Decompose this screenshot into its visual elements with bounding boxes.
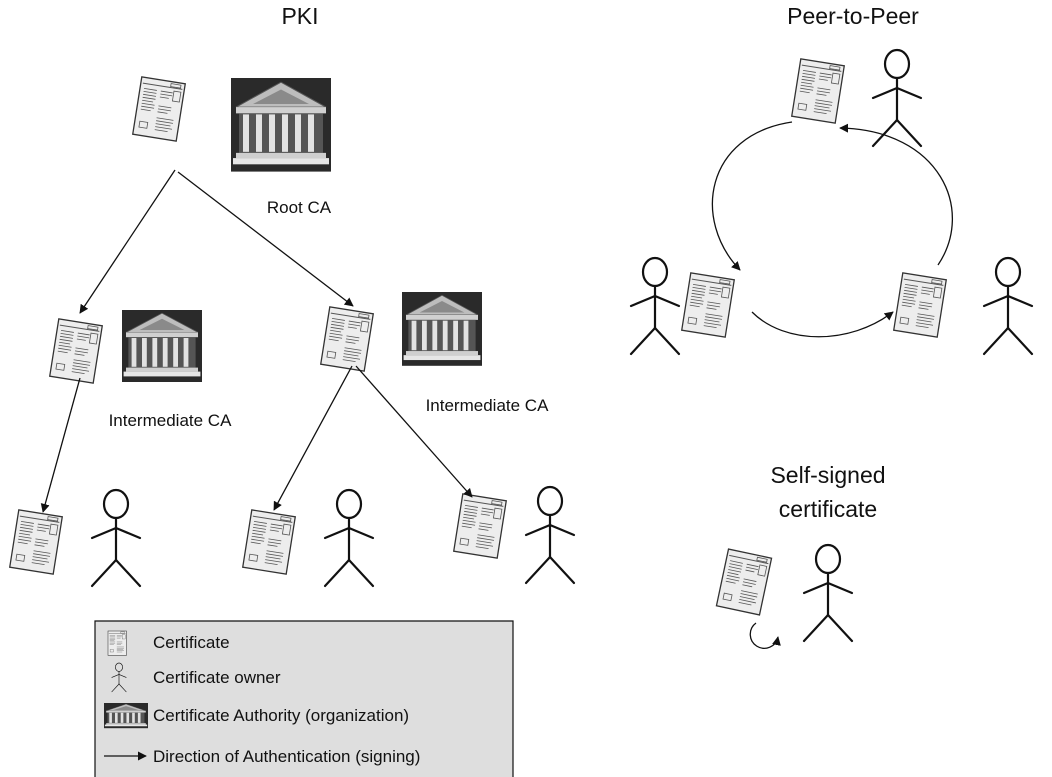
p2p-right-certificate-icon <box>893 272 947 338</box>
leaf-certificate-2-icon <box>242 509 296 575</box>
p2p-arrow-left-to-right <box>751 311 894 338</box>
pki-title: PKI <box>281 3 318 29</box>
p2p-arrow-right-to-top <box>839 123 954 266</box>
legend-certificate-label: Certificate <box>153 633 230 652</box>
root-certificate-icon <box>132 76 186 142</box>
legend-certificate-icon <box>107 630 127 656</box>
p2p-right-person-icon <box>982 256 1034 356</box>
p2p-left-certificate-icon <box>681 272 735 338</box>
legend-direction-label: Direction of Authentication (signing) <box>153 747 420 766</box>
legend-authority-label: Certificate Authority (organization) <box>153 706 409 725</box>
arrow-right-to-leaf2 <box>273 365 353 511</box>
intermediate-left-certificate-icon <box>49 318 103 384</box>
p2p-arrow-top-to-left <box>711 121 793 271</box>
leaf-certificate-1-icon <box>9 509 63 575</box>
intermediate-left-building-icon <box>121 309 203 383</box>
arrow-right-to-leaf3 <box>355 365 473 498</box>
intermediate-right-building-icon <box>401 291 483 367</box>
root-ca-label: Root CA <box>267 198 332 217</box>
legend: Certificate Certificate owner Certificat… <box>94 620 514 777</box>
p2p-top-person-icon <box>871 48 923 148</box>
arrow-root-to-left <box>79 169 176 314</box>
legend-building-icon <box>103 702 149 729</box>
self-signed-loop-arrow <box>749 622 781 649</box>
arrow-root-to-right <box>177 171 354 307</box>
intermediate-left-label: Intermediate CA <box>109 411 232 430</box>
person-3-icon <box>524 485 576 585</box>
self-signed-certificate-icon <box>715 548 773 616</box>
root-ca-building-icon <box>230 77 332 173</box>
person-2-icon <box>323 488 375 588</box>
person-1-icon <box>90 488 142 588</box>
leaf-certificate-3-icon <box>453 493 507 559</box>
intermediate-right-certificate-icon <box>320 306 374 372</box>
self-signed-person-icon <box>802 543 854 643</box>
intermediate-right-label: Intermediate CA <box>426 396 549 415</box>
p2p-left-person-icon <box>629 256 681 356</box>
self-signed-title-line1: Self-signed <box>770 462 885 488</box>
legend-owner-label: Certificate owner <box>153 668 281 687</box>
arrow-left-to-leaf1 <box>40 377 81 513</box>
p2p-top-certificate-icon <box>791 58 845 124</box>
self-signed-title-line2: certificate <box>779 496 877 522</box>
p2p-title: Peer-to-Peer <box>787 3 919 29</box>
